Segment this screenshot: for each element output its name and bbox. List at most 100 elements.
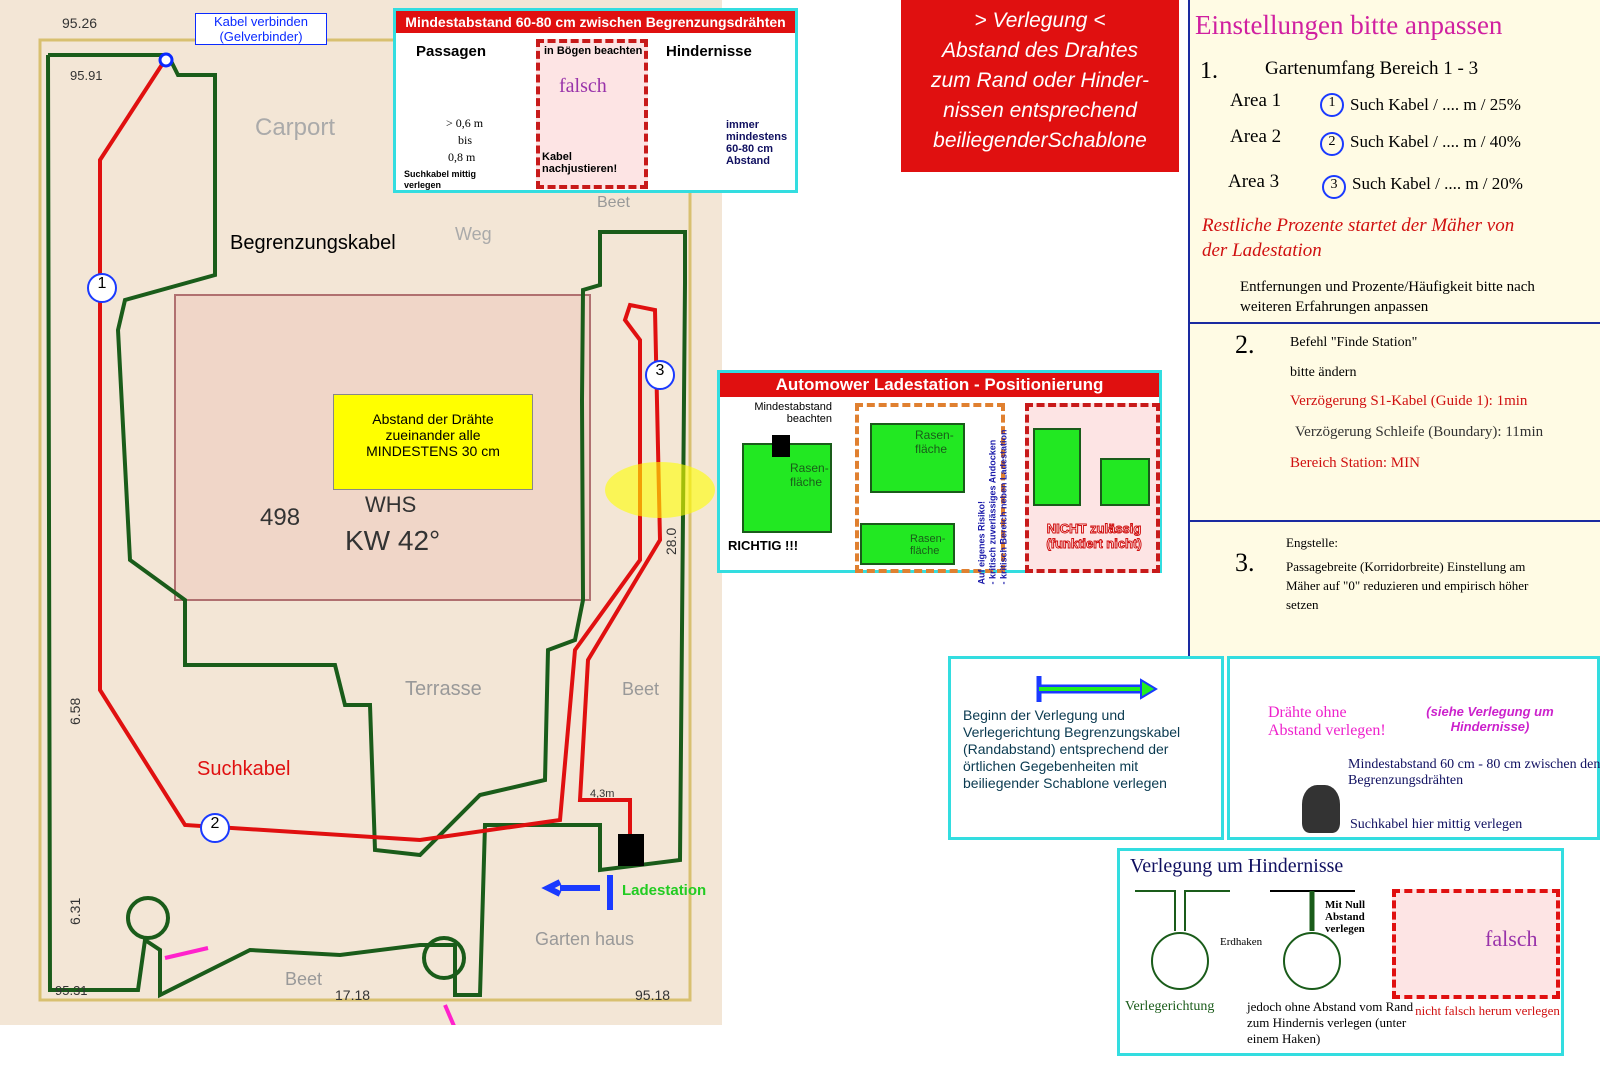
- passagen-value: > 0,6 m: [446, 116, 484, 130]
- spacing-panel: Mindestabstand 60-80 cm zwischen Begrenz…: [393, 8, 798, 193]
- area-marker-icon: 3: [1322, 175, 1346, 199]
- zero-gap-label: Mit Null Abstand verlegen: [1325, 899, 1366, 935]
- obstacles-note: immer mindestens 60-80 cm Abstand: [726, 119, 788, 167]
- distance-note: Abstand der Drähte zueinander alle MINDE…: [333, 394, 533, 490]
- guide-note: Suchkabel hier mittig verlegen: [1350, 817, 1523, 832]
- sketch-label: WHS: [365, 492, 416, 517]
- lawn-label: Rasen-fläche: [910, 533, 946, 557]
- passagen-value: 0,8 m: [448, 150, 476, 164]
- wires-panel: Drähte ohne Abstand verlegen! (siehe Ver…: [1227, 656, 1600, 840]
- risk-note: - kritisch Bereich neben Ladestation: [998, 429, 1009, 585]
- setting-line: Engstelle:: [1286, 535, 1338, 550]
- sketch-label: Beet: [285, 969, 322, 989]
- sketch-label: Beet: [597, 194, 630, 211]
- sketch-label: 4,3m: [590, 788, 614, 800]
- curves-note: Kabel nachjustieren!: [542, 151, 618, 175]
- setting-line: Verzögerung Schleife (Boundary): 11min: [1295, 424, 1544, 440]
- area-marker-2: 2: [200, 813, 230, 843]
- obstacles-title: Verlegung um Hindernisse: [1130, 855, 1344, 877]
- boundary-wire: [46, 53, 687, 999]
- pegs-label: Erdhaken: [1220, 936, 1263, 948]
- laying-line: zum Rand oder Hinder-: [931, 69, 1149, 92]
- laying-box: > Verlegung < Abstand des Drahtes zum Ra…: [901, 0, 1179, 172]
- area-name: Area 2: [1230, 126, 1282, 147]
- lawn-risk: [870, 423, 965, 493]
- lawn-wrong: [1100, 458, 1150, 506]
- laying-line: nissen entsprechend: [943, 99, 1137, 122]
- correct-label: RICHTIG !!!: [728, 538, 799, 553]
- mower-icon: [1302, 785, 1340, 833]
- area-setting: Such Kabel / .... m / 20%: [1352, 174, 1523, 193]
- spacing-title: Mindestabstand 60-80 cm zwischen Begrenz…: [396, 11, 795, 33]
- guide-label: Suchkabel: [197, 758, 291, 780]
- risk-box: [855, 403, 1005, 573]
- area-marker-icon: 1: [1320, 93, 1344, 117]
- sketch-label: 28.0: [663, 528, 679, 555]
- rest-note: Restliche Prozente startet der Mäher von…: [1202, 215, 1515, 261]
- divider: [1190, 520, 1600, 522]
- setting-line: Passagebreite (Korridorbreite) Einstellu…: [1286, 559, 1529, 612]
- min-distance-note: Mindestabstand 60 cm - 80 cm zwischen de…: [1348, 757, 1600, 788]
- sketch-label: 95.31: [55, 983, 88, 998]
- start-arrow-icon: [1036, 676, 1158, 702]
- curves-title: in Bögen beachten: [544, 45, 643, 57]
- obstacles-panel: Verlegung um Hindernisse Erdhaken Mit Nu…: [1117, 848, 1564, 1056]
- passagen-value: bis: [458, 133, 473, 147]
- obstacle-note: jedoch ohne Abstand vom Rand zum Hindern…: [1247, 999, 1414, 1046]
- wrong-box: [1392, 889, 1560, 999]
- setting-line: Verzögerung S1-Kabel (Guide 1): 1min: [1290, 393, 1528, 409]
- lawn-label: Rasen-fläche: [790, 461, 829, 489]
- curves-box: [536, 39, 648, 189]
- laying-line: beiliegenderSchablone: [933, 129, 1147, 152]
- not-allowed-label: NICHT zulässig (funktiert nicht): [1046, 521, 1142, 552]
- lawn-label: Rasen-fläche: [915, 428, 954, 456]
- risk-note: - kritisch zuverlässiges Andocken: [987, 439, 998, 585]
- sketch-label: Terrasse: [405, 678, 482, 700]
- area-marker-3: 3: [645, 360, 675, 390]
- station-title: Automower Ladestation - Positionierung: [720, 373, 1159, 397]
- curves-wrong: falsch: [559, 75, 607, 97]
- section-number: 3.: [1235, 548, 1255, 577]
- area-name: Area 3: [1228, 171, 1280, 192]
- sketch-label: Carport: [255, 114, 335, 141]
- boundary-label: Begrenzungskabel: [230, 232, 396, 254]
- lawn-risk: [860, 523, 955, 565]
- area-marker-icon: 2: [1320, 132, 1344, 156]
- sketch-label: Beet: [622, 679, 659, 699]
- risk-notes: Auf eigenes Risiko! - kritisch zuverläss…: [976, 415, 1010, 585]
- station-panel: Automower Ladestation - Positionierung M…: [717, 370, 1162, 585]
- sketch-label: KW 42°: [345, 525, 440, 556]
- connect-label: Kabel verbinden (Gelverbinder): [195, 13, 327, 45]
- area-setting: Such Kabel / .... m / 40%: [1350, 132, 1521, 151]
- sketch-label: Weg: [455, 224, 492, 244]
- see-note: (siehe Verlegung um Hindernisse): [1426, 704, 1554, 734]
- station-label: Ladestation: [622, 882, 707, 899]
- risk-note: Auf eigenes Risiko!: [976, 500, 987, 585]
- sketch-label: 498: [260, 504, 300, 531]
- station-icon: [772, 435, 790, 457]
- pegs-icon: [1270, 890, 1355, 990]
- min-distance-label: Mindestabstand beachten: [754, 401, 832, 425]
- area-name: Area 1: [1230, 90, 1282, 111]
- adjust-note: Entfernungen und Prozente/Häufigkeit bit…: [1240, 279, 1535, 315]
- divider: [1190, 322, 1600, 324]
- sketch-label: 95.18: [635, 987, 670, 1003]
- section-number: 1.: [1200, 58, 1218, 84]
- no-gap-note: Drähte ohne Abstand verlegen!: [1268, 704, 1386, 739]
- lawn-correct: [742, 443, 832, 533]
- lawn-wrong: [1033, 428, 1081, 506]
- setting-line: Befehl "Finde Station": [1290, 335, 1418, 350]
- setting-line: bitte ändern: [1290, 365, 1357, 380]
- passagen-note: Suchkabel mittig verlegen: [404, 169, 477, 190]
- station-marker: [618, 834, 644, 866]
- sketch-label: 95.26: [62, 15, 97, 31]
- laying-line: Abstand des Drahtes: [941, 39, 1139, 62]
- guide-wire: [98, 58, 663, 843]
- settings-title: Einstellungen bitte anpassen: [1195, 10, 1503, 40]
- wrong-note: nicht falsch herum verlegen: [1415, 1003, 1560, 1018]
- obstacle-loop-icon: [1135, 890, 1230, 990]
- sketch-label: 95.91: [70, 68, 103, 83]
- setting-line: Bereich Station: MIN: [1290, 455, 1420, 471]
- wrong-label: falsch: [1485, 926, 1538, 951]
- passagen-title: Passagen: [416, 43, 487, 60]
